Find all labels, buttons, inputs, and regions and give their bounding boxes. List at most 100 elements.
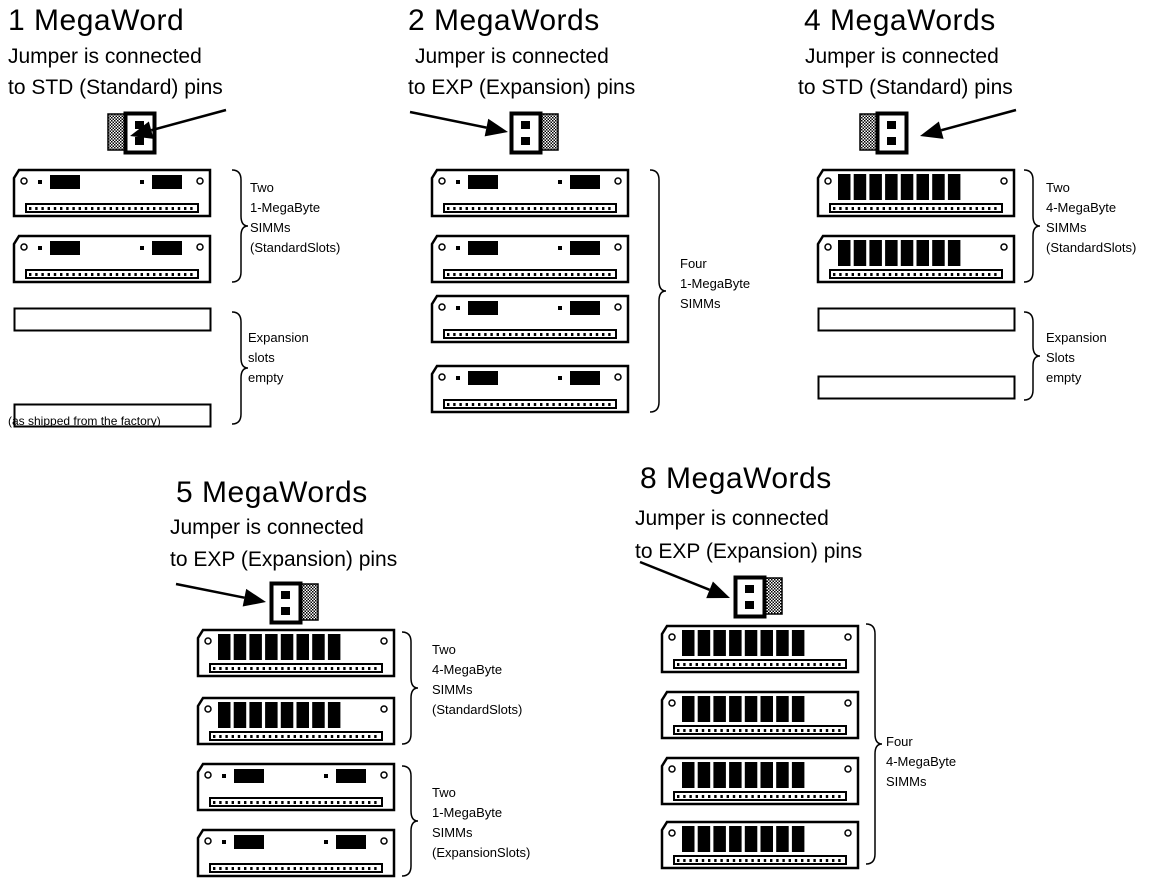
contact-pin	[888, 207, 892, 210]
small-component	[324, 774, 328, 778]
contact-pin	[701, 859, 705, 862]
contact-pin	[231, 735, 234, 738]
panel-3-jumper	[859, 111, 909, 155]
panel-3-arrow	[920, 108, 1017, 139]
contact-pin	[361, 867, 365, 870]
contact-pin	[262, 867, 265, 870]
memory-chip	[327, 702, 341, 728]
memory-chip	[838, 240, 851, 266]
contact-pin	[895, 273, 898, 276]
contact-pin	[763, 663, 767, 666]
panel-3-jumper-line-2: to STD (Standard) pins	[798, 76, 1013, 99]
panel-3-simm	[816, 234, 1016, 284]
empty-slot-outline	[817, 375, 1016, 400]
contact-pin	[496, 403, 499, 406]
memory-chip	[234, 835, 264, 849]
memory-chip	[853, 240, 867, 266]
contact-pin	[819, 859, 822, 862]
contact-pin	[782, 795, 785, 798]
contact-pin	[374, 667, 377, 670]
contact-pin	[374, 801, 377, 804]
contact-pin	[324, 667, 327, 670]
panel-5-simms-label: Four 4-MegaByte SIMMs	[886, 734, 957, 789]
contact-pin	[318, 867, 321, 870]
contact-pin	[287, 801, 290, 804]
arrow-head	[484, 118, 508, 137]
contact-pin	[595, 207, 599, 210]
contact-pin	[825, 663, 829, 666]
arrow-shaft	[175, 582, 245, 599]
contact-pin	[745, 859, 748, 862]
small-component	[140, 180, 144, 184]
panel-1-simm	[12, 234, 212, 284]
jumper-pin	[887, 121, 896, 129]
contact-pin	[337, 801, 340, 804]
contact-pin	[312, 801, 315, 804]
contact-pin	[478, 207, 481, 210]
contact-pin	[484, 333, 487, 336]
contact-pin	[546, 207, 549, 210]
contact-pin	[932, 207, 935, 210]
contact-pin	[496, 273, 499, 276]
contact-pin	[807, 729, 810, 732]
panel-1-jumper-line-1: Jumper is connected	[8, 45, 202, 68]
contact-pin	[714, 729, 717, 732]
contact-pin	[770, 663, 773, 666]
contact-pin	[128, 207, 131, 210]
contact-pin	[159, 273, 162, 276]
contact-pin	[794, 859, 798, 862]
contact-pin	[231, 867, 234, 870]
contact-pin	[97, 273, 100, 276]
contact-pin	[478, 273, 481, 276]
contact-pin	[577, 207, 580, 210]
contact-pin	[231, 801, 234, 804]
contact-pin	[708, 795, 711, 798]
mount-hole	[20, 243, 28, 251]
contact-pin	[225, 867, 228, 870]
contact-pin	[78, 207, 81, 210]
contact-pin	[833, 207, 836, 210]
contact-pin	[832, 859, 835, 862]
contact-pin	[465, 403, 468, 406]
contact-pin	[318, 801, 321, 804]
contact-pin	[484, 207, 487, 210]
contact-pin	[41, 207, 44, 210]
contact-pin	[103, 273, 106, 276]
memory-chip	[869, 174, 882, 200]
contact-pin	[219, 667, 222, 670]
contact-pin	[801, 795, 804, 798]
contact-pin	[349, 867, 352, 870]
contact-pin	[801, 663, 804, 666]
small-component	[558, 246, 562, 250]
contact-pin	[256, 735, 259, 738]
memory-chip	[791, 630, 805, 656]
mount-hole	[668, 699, 676, 707]
contact-pin	[515, 403, 518, 406]
contact-pin	[589, 333, 592, 336]
contact-pin	[833, 273, 836, 276]
contact-pin	[361, 801, 365, 804]
contact-pin	[907, 207, 910, 210]
contact-pin	[122, 207, 125, 210]
contact-pin	[608, 273, 611, 276]
contact-pin	[813, 663, 816, 666]
jumper-unused-pin	[539, 113, 559, 151]
contact-pin	[689, 795, 692, 798]
memory-chip	[296, 702, 309, 728]
contact-pin	[213, 867, 216, 870]
contact-pin	[901, 207, 904, 210]
memory-chip	[697, 762, 711, 788]
contact-pin	[502, 403, 506, 406]
contact-pin	[595, 273, 599, 276]
contact-pin	[213, 801, 216, 804]
contact-pin	[459, 273, 462, 276]
mount-hole	[380, 771, 388, 779]
contact-pin	[330, 867, 334, 870]
memory-chip	[900, 240, 914, 266]
contact-pin	[515, 333, 518, 336]
memory-chip	[682, 696, 695, 722]
contact-pin	[751, 795, 754, 798]
contact-pin	[864, 273, 867, 276]
contact-pin	[103, 207, 106, 210]
contact-pin	[913, 273, 916, 276]
